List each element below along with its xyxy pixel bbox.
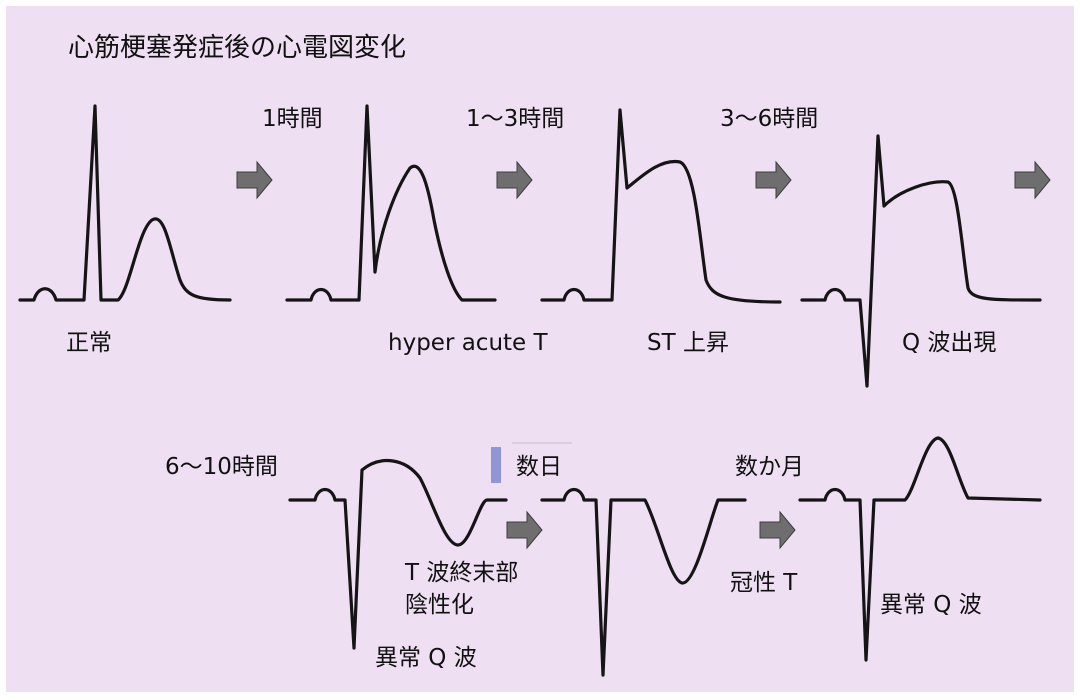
right-arrow-icon — [236, 160, 273, 200]
caption-coronary-t: 冠性 T — [730, 570, 798, 596]
time-marker — [491, 447, 501, 483]
caption-t-terminal-line2: 陰性化 — [405, 592, 474, 618]
diagram-background — [6, 6, 1074, 692]
right-arrow-icon — [759, 510, 796, 550]
caption-t-terminal-line1: T 波終末部 — [404, 560, 518, 586]
ecg-trace-coronary-t — [540, 487, 747, 677]
stage-6-time: 数か月 — [735, 454, 804, 480]
caption-abnormal-q-1: 異常 Q 波 — [375, 645, 477, 671]
caption-q-wave: Q 波出現 — [902, 330, 996, 356]
ecg-trace-months — [798, 436, 1042, 662]
right-arrow-icon — [1014, 160, 1051, 200]
right-arrow-icon — [496, 160, 533, 200]
right-arrow-icon — [755, 160, 792, 200]
caption-hyperacute-t: hyper acute T — [388, 330, 549, 356]
ecg-trace-st-elevation — [540, 108, 782, 304]
stage-5-time: 数日 — [516, 454, 562, 480]
stage-2-time: 1～3時間 — [466, 106, 564, 132]
diagram-title: 心筋梗塞発症後の心電図変化 — [68, 33, 406, 63]
stage-3-time: 3～6時間 — [720, 106, 818, 132]
stage-4-time: 6～10時間 — [165, 454, 278, 480]
caption-abnormal-q-2: 異常 Q 波 — [880, 592, 982, 618]
ecg-trace-t-inversion — [288, 458, 508, 650]
right-arrow-icon — [506, 510, 543, 550]
ecg-trace-q-wave — [800, 134, 1042, 388]
stage-1-time: 1時間 — [262, 106, 323, 132]
caption-normal: 正常 — [66, 330, 112, 356]
ecg-trace-hyperacute — [285, 104, 497, 302]
ecg-trace-normal — [18, 104, 232, 302]
caption-st-elevation: ST 上昇 — [647, 330, 729, 356]
